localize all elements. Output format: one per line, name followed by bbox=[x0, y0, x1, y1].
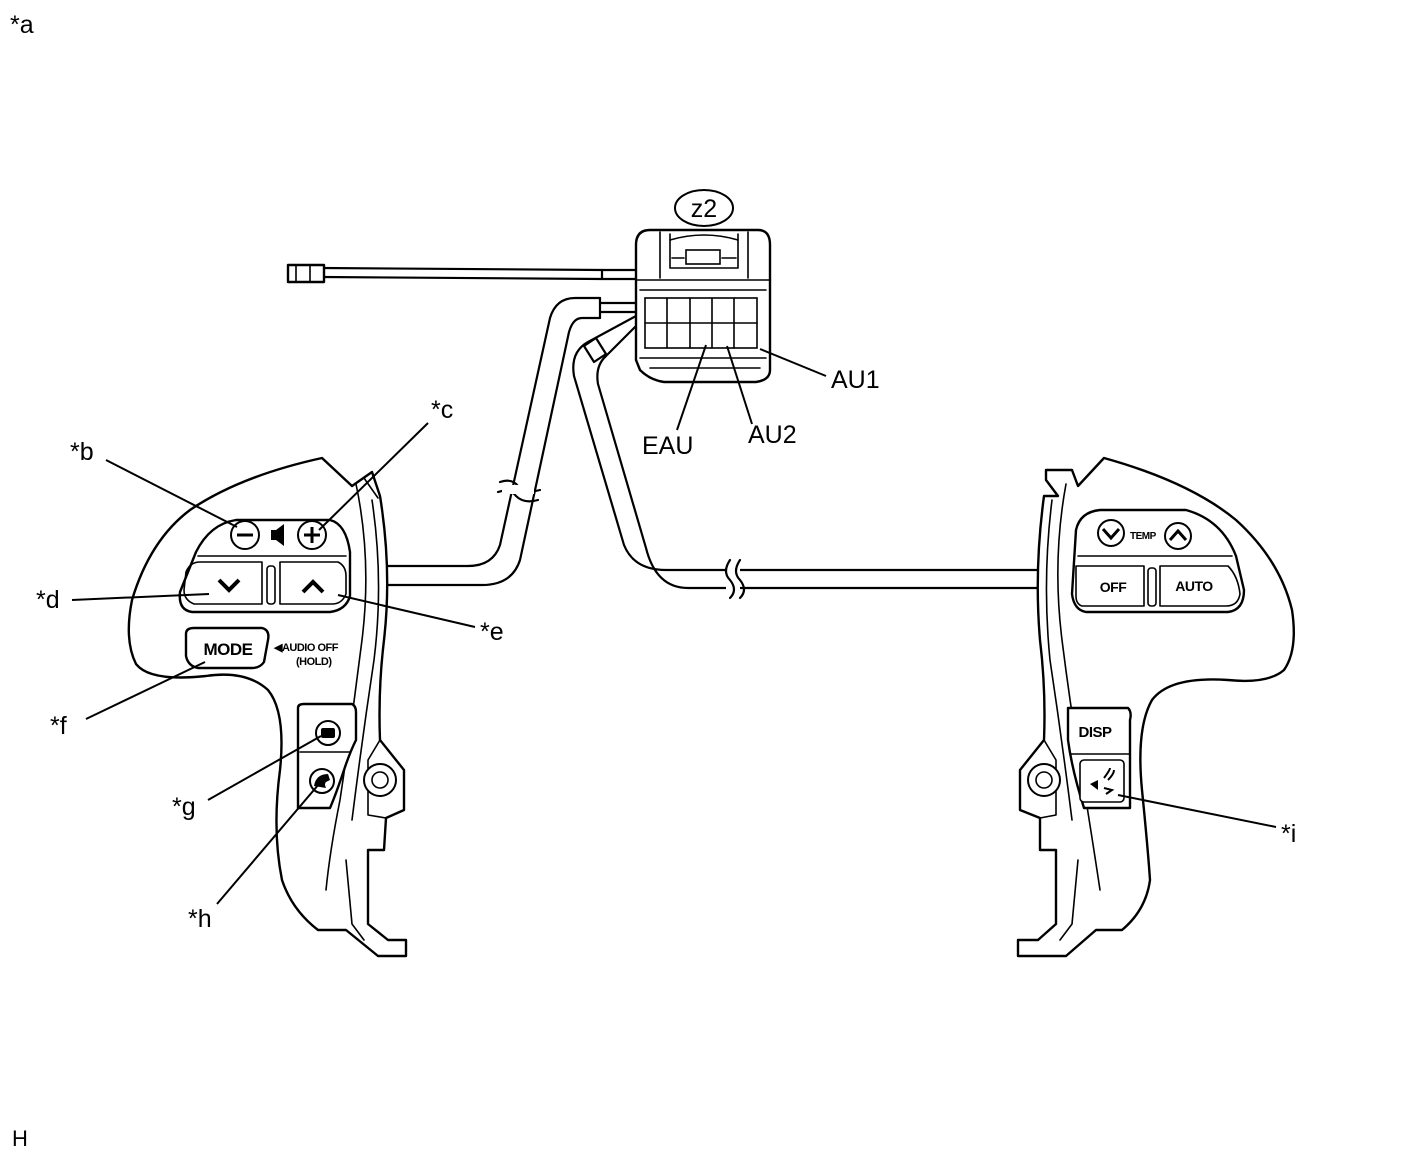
connector-z2: z2 bbox=[634, 189, 772, 384]
callout-leaders bbox=[71, 422, 1277, 905]
right-switch-wire bbox=[572, 314, 1045, 600]
temp-label: TEMP bbox=[1130, 531, 1157, 542]
connector-id-label: z2 bbox=[691, 195, 717, 223]
terminal-grid bbox=[644, 297, 758, 349]
temp-up-button[interactable] bbox=[1164, 522, 1192, 550]
seek-up-button[interactable] bbox=[279, 561, 347, 605]
callout-e-label: *e bbox=[480, 618, 504, 646]
phone-settings-button[interactable] bbox=[315, 720, 341, 746]
terminal-au1-label: AU1 bbox=[831, 366, 880, 394]
callout-c-label: *c bbox=[431, 396, 453, 424]
speaker-icon bbox=[271, 524, 284, 546]
wire-harness bbox=[286, 263, 1045, 600]
top-wire bbox=[286, 263, 638, 284]
callout-h-label: *h bbox=[188, 905, 212, 933]
chevron-up-icon bbox=[1168, 528, 1188, 541]
chevron-up-icon bbox=[301, 579, 325, 594]
callout-b-label: *b bbox=[70, 438, 94, 466]
terminal-eau-label: EAU bbox=[642, 432, 693, 460]
callout-f-label: *f bbox=[50, 712, 67, 740]
voice-command-icon bbox=[1090, 767, 1115, 795]
callout-i-label: *i bbox=[1281, 820, 1296, 848]
volume-down-button[interactable] bbox=[230, 520, 260, 550]
corner-label-bottom-left: H bbox=[12, 1126, 28, 1151]
chevron-down-icon bbox=[217, 578, 241, 593]
temp-down-button[interactable] bbox=[1097, 519, 1125, 547]
off-button-label: OFF bbox=[1100, 579, 1127, 595]
left-switch-wire bbox=[378, 296, 638, 587]
voice-button[interactable] bbox=[1079, 759, 1125, 803]
climate-auto-button[interactable]: AUTO bbox=[1159, 565, 1241, 607]
corner-label-top-left: *a bbox=[10, 11, 34, 39]
callout-d-label: *d bbox=[36, 586, 60, 614]
phone-book-icon bbox=[321, 728, 335, 738]
chevron-down-icon bbox=[1101, 528, 1121, 541]
callout-g-label: *g bbox=[172, 793, 196, 821]
disp-button[interactable]: DISP bbox=[1078, 724, 1112, 741]
hold-label: (HOLD) bbox=[296, 656, 332, 668]
auto-button-label: AUTO bbox=[1175, 578, 1213, 594]
terminal-leaders bbox=[676, 344, 827, 431]
mode-button-label: MODE bbox=[204, 640, 253, 659]
right-steering-switch: TEMP OFF AUTO DISP bbox=[1016, 456, 1295, 958]
left-steering-switch: MODE ◀AUDIO OFF (HOLD) bbox=[127, 456, 408, 958]
terminal-au2-label: AU2 bbox=[748, 421, 797, 449]
connector-id-ellipse bbox=[674, 189, 734, 227]
disp-button-label: DISP bbox=[1078, 724, 1112, 741]
mode-button[interactable]: MODE bbox=[184, 626, 270, 670]
climate-off-button[interactable]: OFF bbox=[1075, 565, 1145, 607]
volume-up-button[interactable] bbox=[297, 520, 327, 550]
audio-off-label: ◀AUDIO OFF bbox=[273, 642, 339, 654]
